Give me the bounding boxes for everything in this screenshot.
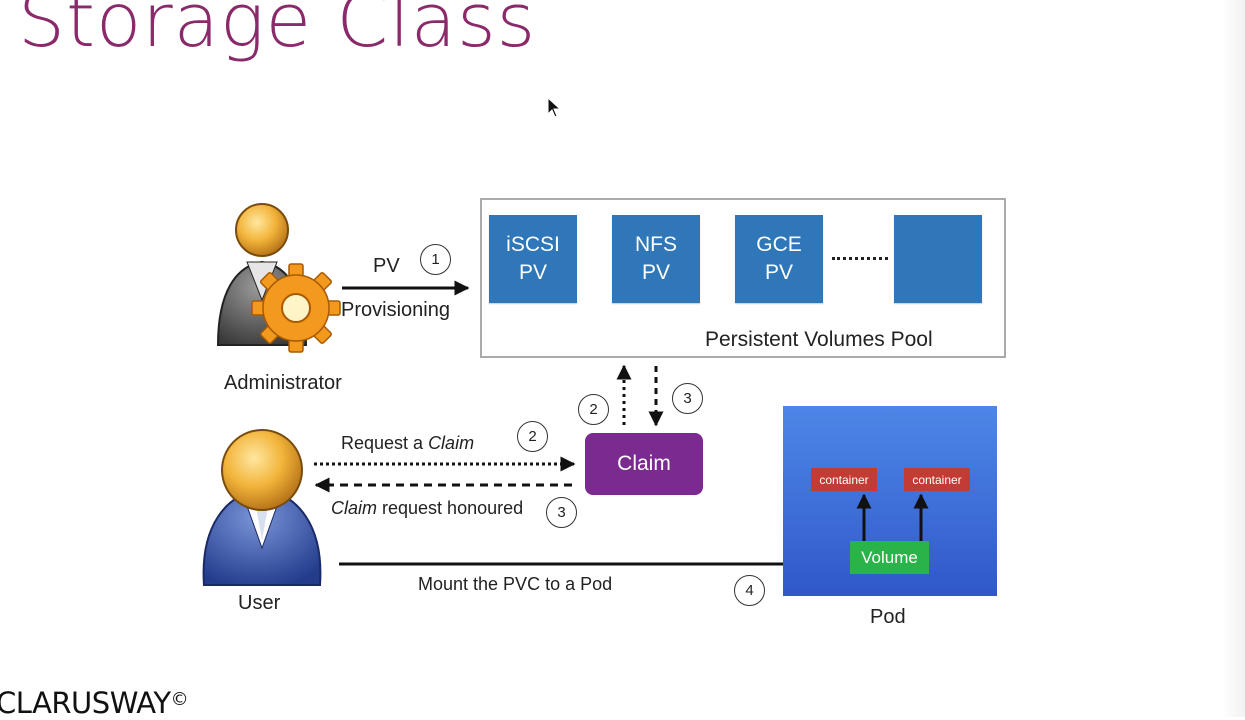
pv-nfs: NFS PV bbox=[612, 215, 700, 303]
step-badge-2-request: 2 bbox=[517, 421, 548, 452]
pv-arrow-label: PV bbox=[373, 255, 400, 277]
pv-gce: GCE PV bbox=[735, 215, 823, 303]
slide-title: Storage Class bbox=[18, 0, 537, 64]
pv-suffix: PV bbox=[764, 261, 793, 284]
step-badge-1: 1 bbox=[420, 244, 451, 275]
mount-label: Mount the PVC to a Pod bbox=[418, 574, 613, 594]
gear-icon bbox=[251, 263, 341, 353]
pv-iscsi: iSCSI PV bbox=[489, 215, 577, 303]
step-badge-3-honoured: 3 bbox=[546, 497, 577, 528]
user-label: User bbox=[238, 592, 281, 614]
pv-generic bbox=[894, 215, 982, 303]
pv-suffix: PV bbox=[518, 261, 547, 284]
claim-honoured-label: Claim request honoured bbox=[331, 498, 523, 519]
request-claim-label: Request a Claim bbox=[341, 433, 474, 454]
claim-box: Claim bbox=[585, 433, 703, 495]
pv-type: GCE bbox=[756, 233, 802, 256]
step-badge-3-pool: 3 bbox=[672, 383, 703, 414]
container-box-2: container bbox=[904, 468, 970, 491]
copyright-symbol: © bbox=[170, 689, 189, 710]
honoured-claim-word: Claim bbox=[331, 498, 378, 518]
honoured-text: request honoured bbox=[377, 498, 524, 518]
step-badge-2-pool: 2 bbox=[578, 394, 609, 425]
mouse-cursor-icon bbox=[547, 97, 561, 118]
claim-label: Claim bbox=[617, 452, 671, 475]
brand-logo: CLARUSWAY© bbox=[0, 686, 189, 720]
more-volumes-ellipsis bbox=[832, 257, 888, 260]
pv-type: iSCSI bbox=[506, 233, 560, 256]
request-claim-word: Claim bbox=[428, 433, 475, 453]
pod-label: Pod bbox=[870, 606, 906, 628]
provisioning-label: Provisioning bbox=[341, 299, 450, 321]
user-icon bbox=[202, 429, 322, 586]
administrator-label: Administrator bbox=[224, 372, 342, 394]
slide-edge bbox=[1221, 0, 1245, 717]
volume-box: Volume bbox=[850, 541, 929, 574]
pool-label: Persistent Volumes Pool bbox=[705, 328, 933, 351]
pv-type: NFS bbox=[635, 233, 677, 256]
container-box-1: container bbox=[811, 468, 877, 491]
brand-name: CLARUSWAY bbox=[0, 686, 171, 720]
pv-suffix: PV bbox=[641, 261, 670, 284]
step-badge-4: 4 bbox=[734, 575, 765, 606]
request-text: Request a bbox=[341, 433, 429, 453]
